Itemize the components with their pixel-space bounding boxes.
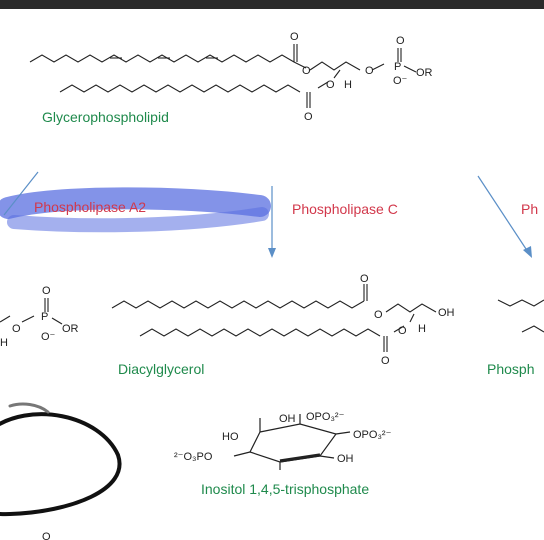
hand-drawn-circle — [0, 402, 122, 517]
svg-text:OPO₃²⁻: OPO₃²⁻ — [353, 429, 392, 441]
svg-text:O: O — [381, 355, 390, 367]
svg-text:OPO₃²⁻: OPO₃²⁻ — [306, 411, 345, 423]
svg-text:H: H — [418, 323, 426, 335]
label-phospholipase-a2: Phospholipase A2 — [34, 199, 147, 215]
svg-text:O: O — [398, 325, 407, 337]
svg-text:O: O — [365, 65, 374, 77]
glycerophospholipid-atoms: O O O O P O⁻ OR O H O — [290, 31, 433, 123]
svg-text:O: O — [326, 79, 335, 91]
reaction-arrows — [3, 171, 532, 258]
svg-text:O: O — [304, 111, 313, 123]
glycerophospholipid-structure — [29, 44, 417, 108]
svg-text:OH: OH — [337, 453, 354, 465]
svg-text:O: O — [290, 31, 299, 43]
svg-text:OH: OH — [438, 307, 455, 319]
svg-text:H: H — [344, 79, 352, 91]
top-dark-bar — [0, 0, 544, 9]
label-phospholipase-c: Phospholipase C — [292, 201, 398, 217]
svg-text:O: O — [360, 273, 369, 285]
svg-text:OR: OR — [416, 67, 433, 79]
svg-text:O⁻: O⁻ — [393, 75, 408, 87]
label-glycerophospholipid: Glycerophospholipid — [42, 109, 169, 125]
svg-text:P: P — [41, 311, 48, 323]
diacylglycerol-structure — [111, 284, 437, 352]
svg-text:O: O — [374, 309, 383, 321]
label-diacylglycerol: Diacylglycerol — [118, 361, 205, 377]
svg-text:O: O — [12, 323, 21, 335]
svg-text:O: O — [396, 35, 405, 47]
left-phosphate-atoms: O H O P O⁻ OR — [0, 285, 79, 349]
svg-text:O⁻: O⁻ — [41, 331, 56, 343]
bottom-partial-O: O — [42, 531, 51, 540]
svg-text:H: H — [0, 337, 8, 349]
inositol-ring — [233, 414, 351, 470]
svg-text:O: O — [302, 65, 311, 77]
svg-text:OH: OH — [279, 413, 296, 425]
diacylglycerol-atoms: O O OH O H O — [360, 273, 455, 367]
inositol-atoms: HO OH OPO₃²⁻ OPO₃²⁻ OH ²⁻O₃PO — [174, 411, 392, 465]
label-inositol-trisphosphate: Inositol 1,4,5-trisphosphate — [201, 481, 370, 497]
svg-text:OR: OR — [62, 323, 79, 335]
label-phosph-partial: Phosph — [487, 361, 535, 377]
label-phospholipase-partial: Ph — [521, 201, 539, 217]
left-phosphate-fragment — [0, 298, 63, 325]
highlight-mark — [0, 187, 271, 233]
svg-text:HO: HO — [222, 431, 239, 443]
svg-text:²⁻O₃PO: ²⁻O₃PO — [174, 451, 213, 463]
svg-text:O: O — [42, 285, 51, 297]
right-partial-structure — [497, 299, 544, 333]
svg-text:P: P — [394, 61, 401, 73]
